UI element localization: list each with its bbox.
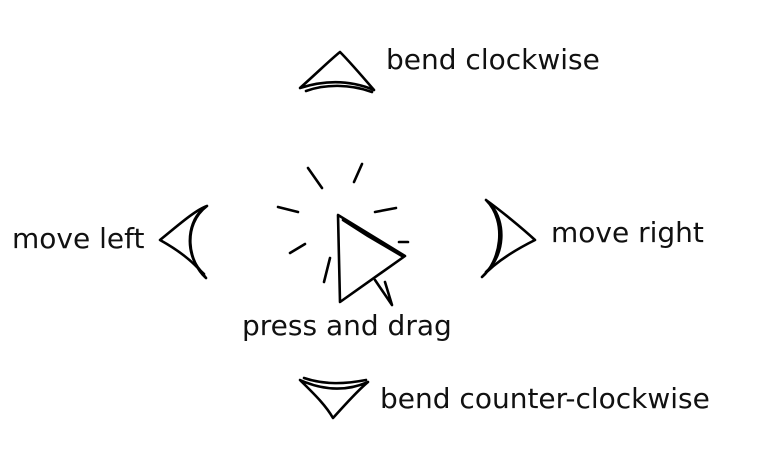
move-left-label: move left	[12, 222, 145, 255]
bend-counter-clockwise-icon	[298, 376, 370, 420]
bend-clockwise-icon	[298, 50, 376, 94]
bend-clockwise-label: bend clockwise	[386, 43, 600, 76]
bend-counter-clockwise-label: bend counter-clockwise	[380, 382, 710, 415]
move-right-icon	[480, 198, 537, 279]
pointer-cursor-icon	[336, 213, 407, 307]
move-left-icon	[158, 204, 209, 280]
press-and-drag-label: press and drag	[242, 309, 452, 342]
move-right-label: move right	[551, 216, 704, 249]
press-burst-icon	[276, 162, 410, 284]
